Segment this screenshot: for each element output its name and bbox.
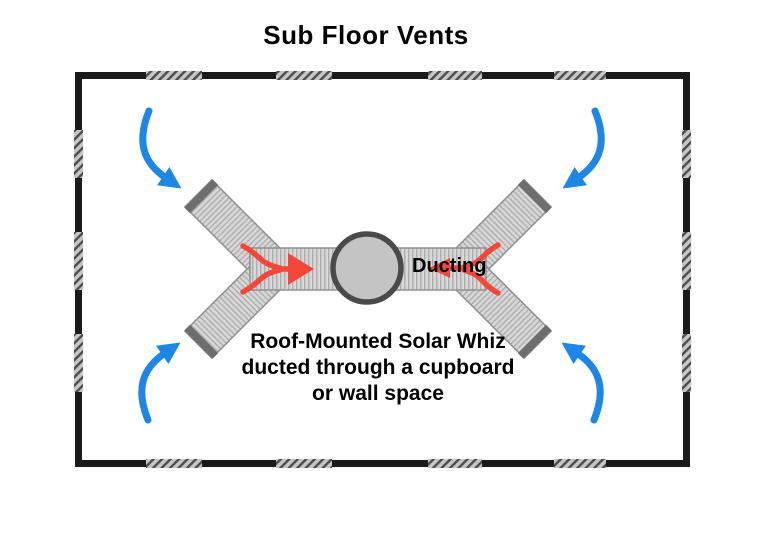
duct-arm-cap: [517, 179, 552, 214]
ducting-label: Ducting: [412, 255, 487, 277]
warm-air-branch-lower-right: [461, 267, 501, 296]
duct-arm-cap: [517, 324, 552, 359]
caption-line-3: or wall space: [312, 382, 444, 405]
warm-air-branch-upper-right: [461, 242, 501, 270]
caption-line-2: ducted through a cupboard: [241, 356, 515, 379]
duct-arm-cap: [184, 179, 219, 214]
perimeter-vents: [74, 71, 691, 468]
inflow-arrow-bottom-right: [561, 342, 604, 424]
diagram-title: Sub Floor Vents: [263, 20, 469, 50]
warm-air-branch-lower-left: [240, 267, 283, 295]
warm-air-branch-upper-left: [240, 243, 283, 271]
warm-air-arrowhead-left: [288, 253, 314, 285]
warm-air-arrow-right: [445, 242, 501, 296]
warm-air-arrowhead-right: [429, 258, 450, 278]
inflow-arrow-bottom-left: [138, 342, 181, 424]
inflow-arrow-top-right: [562, 107, 605, 189]
duct-arm-cap: [184, 324, 219, 359]
inflow-arrow-top-left: [139, 107, 182, 189]
solar-whiz-caption: Roof-Mounted Solar Whiz ducted through a…: [242, 329, 515, 407]
solar-whiz-fan: [330, 231, 404, 305]
inflow-arrows: [138, 107, 605, 424]
caption-line-1: Roof-Mounted Solar Whiz: [250, 330, 506, 353]
